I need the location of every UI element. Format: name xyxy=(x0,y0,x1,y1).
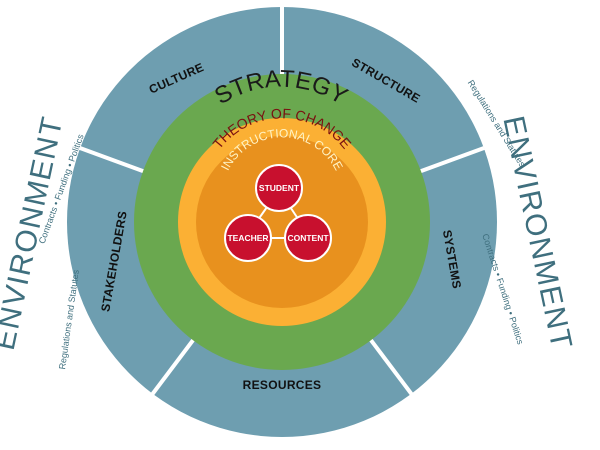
segment-resources-label: RESOURCES xyxy=(243,378,322,392)
student-label: STUDENT xyxy=(259,183,300,193)
teacher-label: TEACHER xyxy=(227,233,268,243)
student-circle xyxy=(255,164,303,212)
instructional-core-ring xyxy=(196,136,368,308)
content-circle xyxy=(284,214,332,262)
environment-right-factors-line-1: Contracts • Funding • Politics xyxy=(480,232,525,346)
environment-right-factors: Contracts • Funding • Politics xyxy=(480,232,525,346)
teacher-circle xyxy=(224,214,272,262)
environment-left-title: ENVIRONMENT xyxy=(0,113,70,353)
content-label: CONTENT xyxy=(287,233,329,243)
environment-left: ENVIRONMENT xyxy=(0,113,70,353)
environment-left-factors-line-2: Regulations and Statutes xyxy=(57,269,81,370)
environment-left-regulations: Regulations and Statutes xyxy=(57,269,81,370)
